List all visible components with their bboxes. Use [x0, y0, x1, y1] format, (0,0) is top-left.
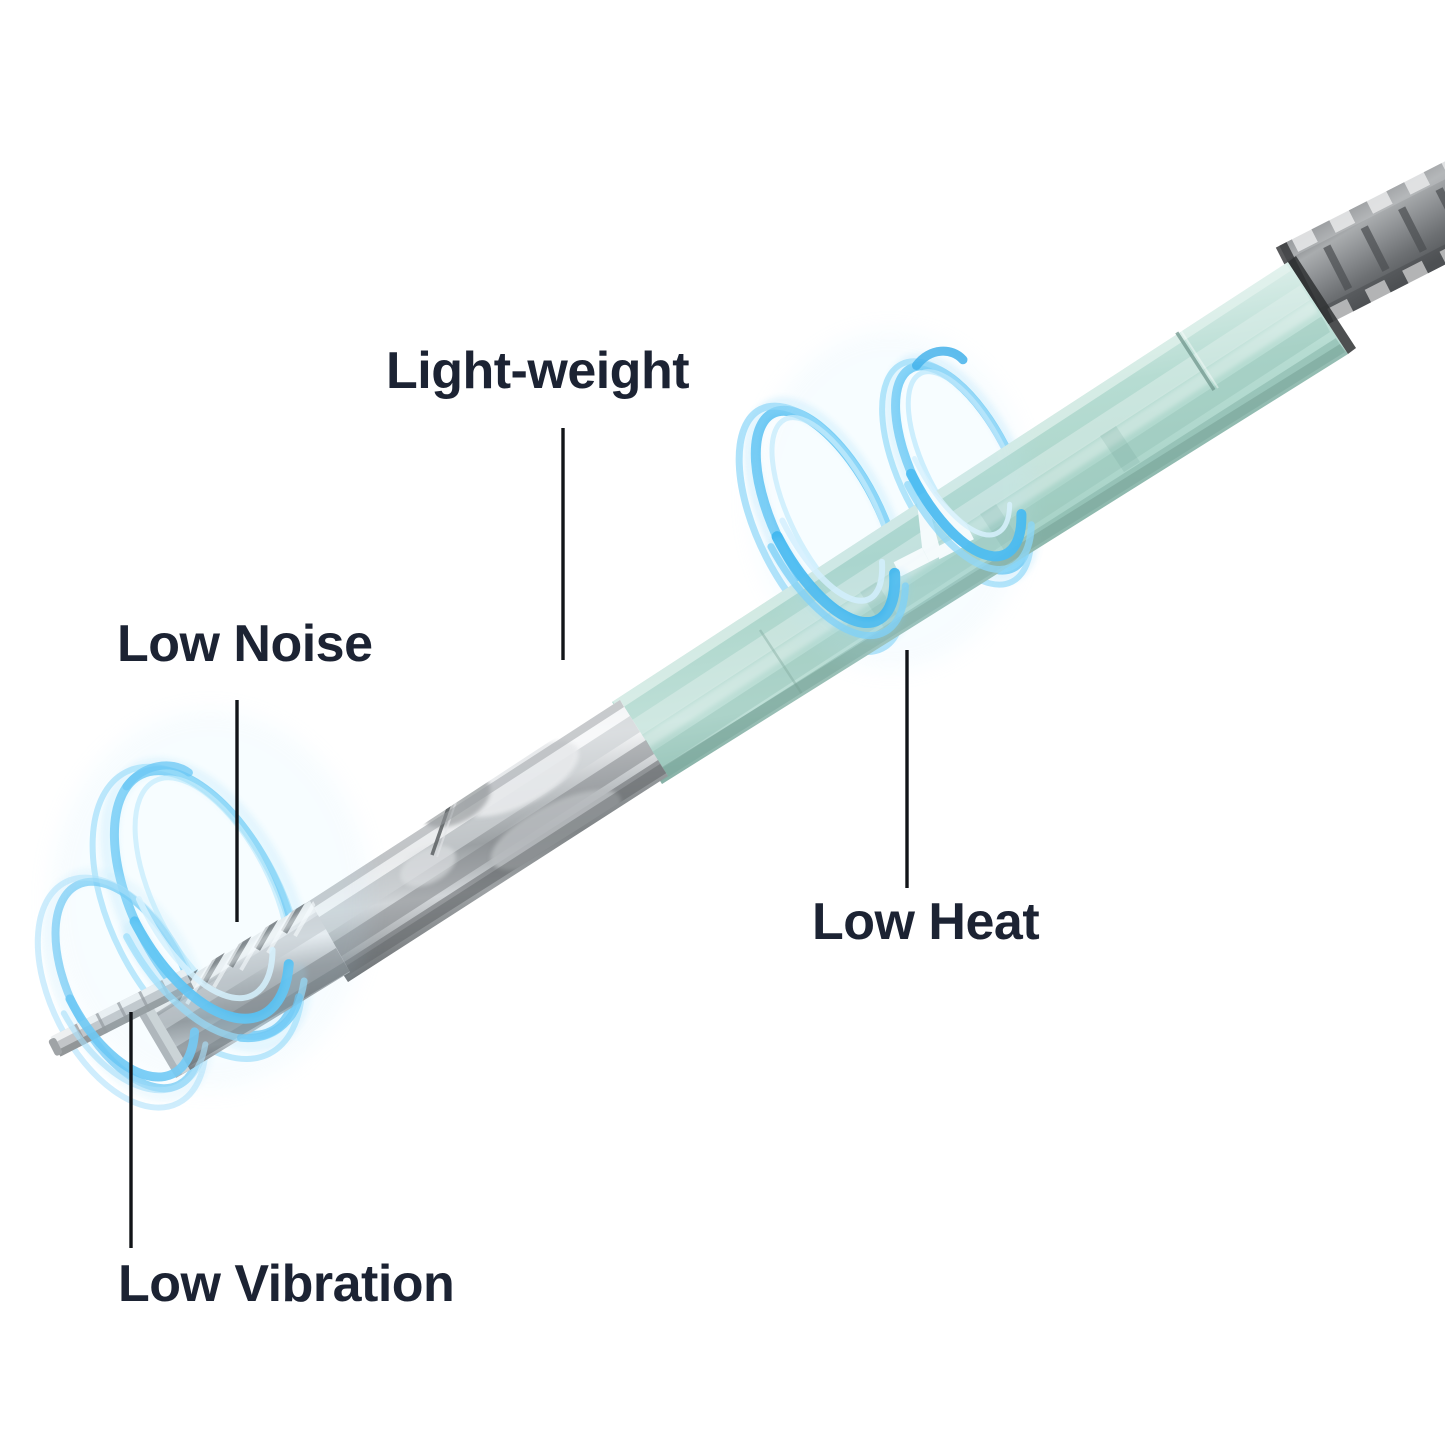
feature-label-low-noise: Low Noise [117, 615, 373, 673]
swirl-rings-front [50, 330, 1035, 1094]
metal-body [300, 700, 668, 982]
feature-label-low-heat: Low Heat [812, 893, 1040, 951]
feature-label-light-weight: Light-weight [386, 342, 690, 400]
feature-label-low-vibration: Low Vibration [118, 1255, 455, 1313]
leader-lines [129, 428, 909, 1248]
